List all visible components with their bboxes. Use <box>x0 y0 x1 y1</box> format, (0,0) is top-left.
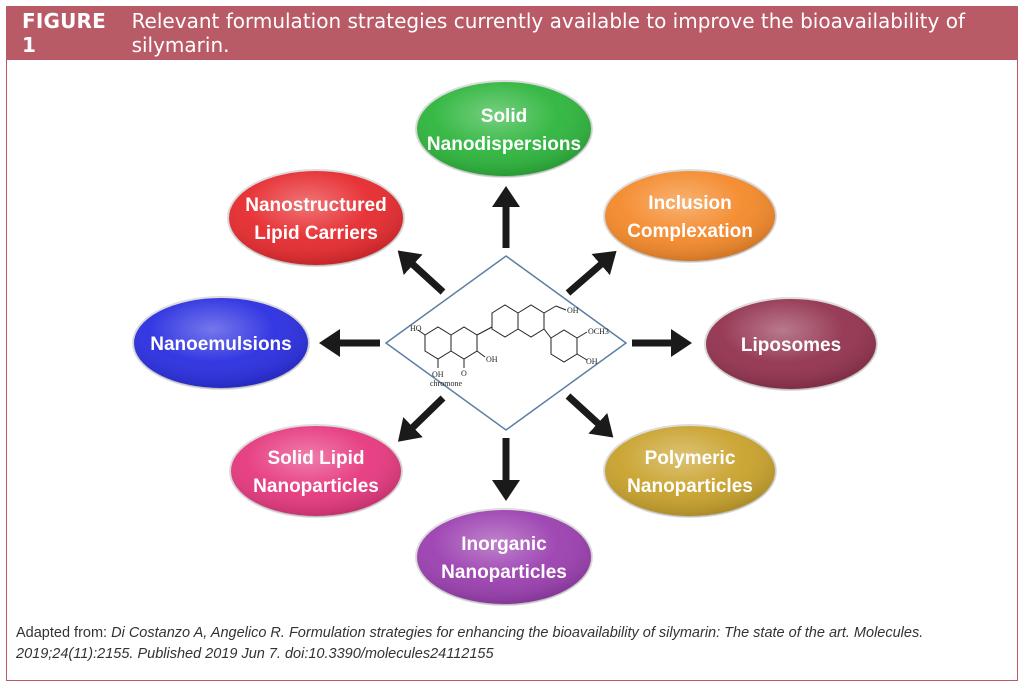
label-oh-ring: OH <box>486 355 498 364</box>
node-label: Nanoparticles <box>441 562 567 583</box>
node-nanoemulsions: Nanoemulsions <box>132 296 310 390</box>
label-chromone: chromone <box>430 379 462 388</box>
figure-header: FIGURE 1 Relevant formulation strategies… <box>6 6 1018 60</box>
silymarin-structure: HO OH O OH OH OCH3 OH chromone <box>384 255 628 431</box>
node-label: Nanoparticles <box>253 476 379 497</box>
node-gloss <box>416 509 592 605</box>
node-liposomes: Liposomes <box>704 297 878 391</box>
node-gloss <box>604 170 776 262</box>
node-gloss <box>604 425 776 517</box>
node-label: Liposomes <box>741 335 841 356</box>
node-label: Nanostructured <box>245 195 386 216</box>
node-gloss <box>133 297 309 389</box>
label-oh-aryl: OH <box>586 357 598 366</box>
node-gloss <box>416 81 592 177</box>
footer-citation: Di Costanzo A, Angelico R. Formulation s… <box>16 625 924 662</box>
arrow-down-right <box>565 393 614 438</box>
node-label: Nanoparticles <box>627 476 753 497</box>
label-o-ketone: O <box>461 369 467 378</box>
figure-caption: Relevant formulation strategies currentl… <box>131 9 965 57</box>
strategy-nodes: SolidNanodispersionsInclusionComplexatio… <box>132 80 878 606</box>
label-och3: OCH3 <box>588 327 609 336</box>
node-label: Nanoemulsions <box>150 334 291 355</box>
node-label: Lipid Carriers <box>254 223 378 244</box>
label-ho: HO <box>410 324 422 333</box>
footer-prefix: Adapted from: <box>16 625 112 641</box>
node-label: Solid <box>481 106 527 127</box>
figure-label: FIGURE 1 <box>22 9 107 57</box>
arrows <box>319 186 692 501</box>
arrow-up-left <box>397 250 446 295</box>
node-label: Inclusion <box>648 193 731 214</box>
node-gloss <box>230 425 402 517</box>
node-gloss <box>228 170 404 266</box>
node-label: Inorganic <box>461 534 547 555</box>
node-gloss <box>705 298 877 390</box>
label-oh-right: OH <box>567 306 579 315</box>
node-label: Solid Lipid <box>267 448 364 469</box>
node-label: Polymeric <box>645 448 736 469</box>
arrow-up-right <box>565 250 617 296</box>
node-label: Complexation <box>627 221 753 242</box>
node-label: Nanodispersions <box>427 134 581 155</box>
arrow-down-left <box>397 395 446 442</box>
figure-footer: Adapted from: Di Costanzo A, Angelico R.… <box>16 623 1006 665</box>
label-oh-bottom: OH <box>432 370 444 379</box>
